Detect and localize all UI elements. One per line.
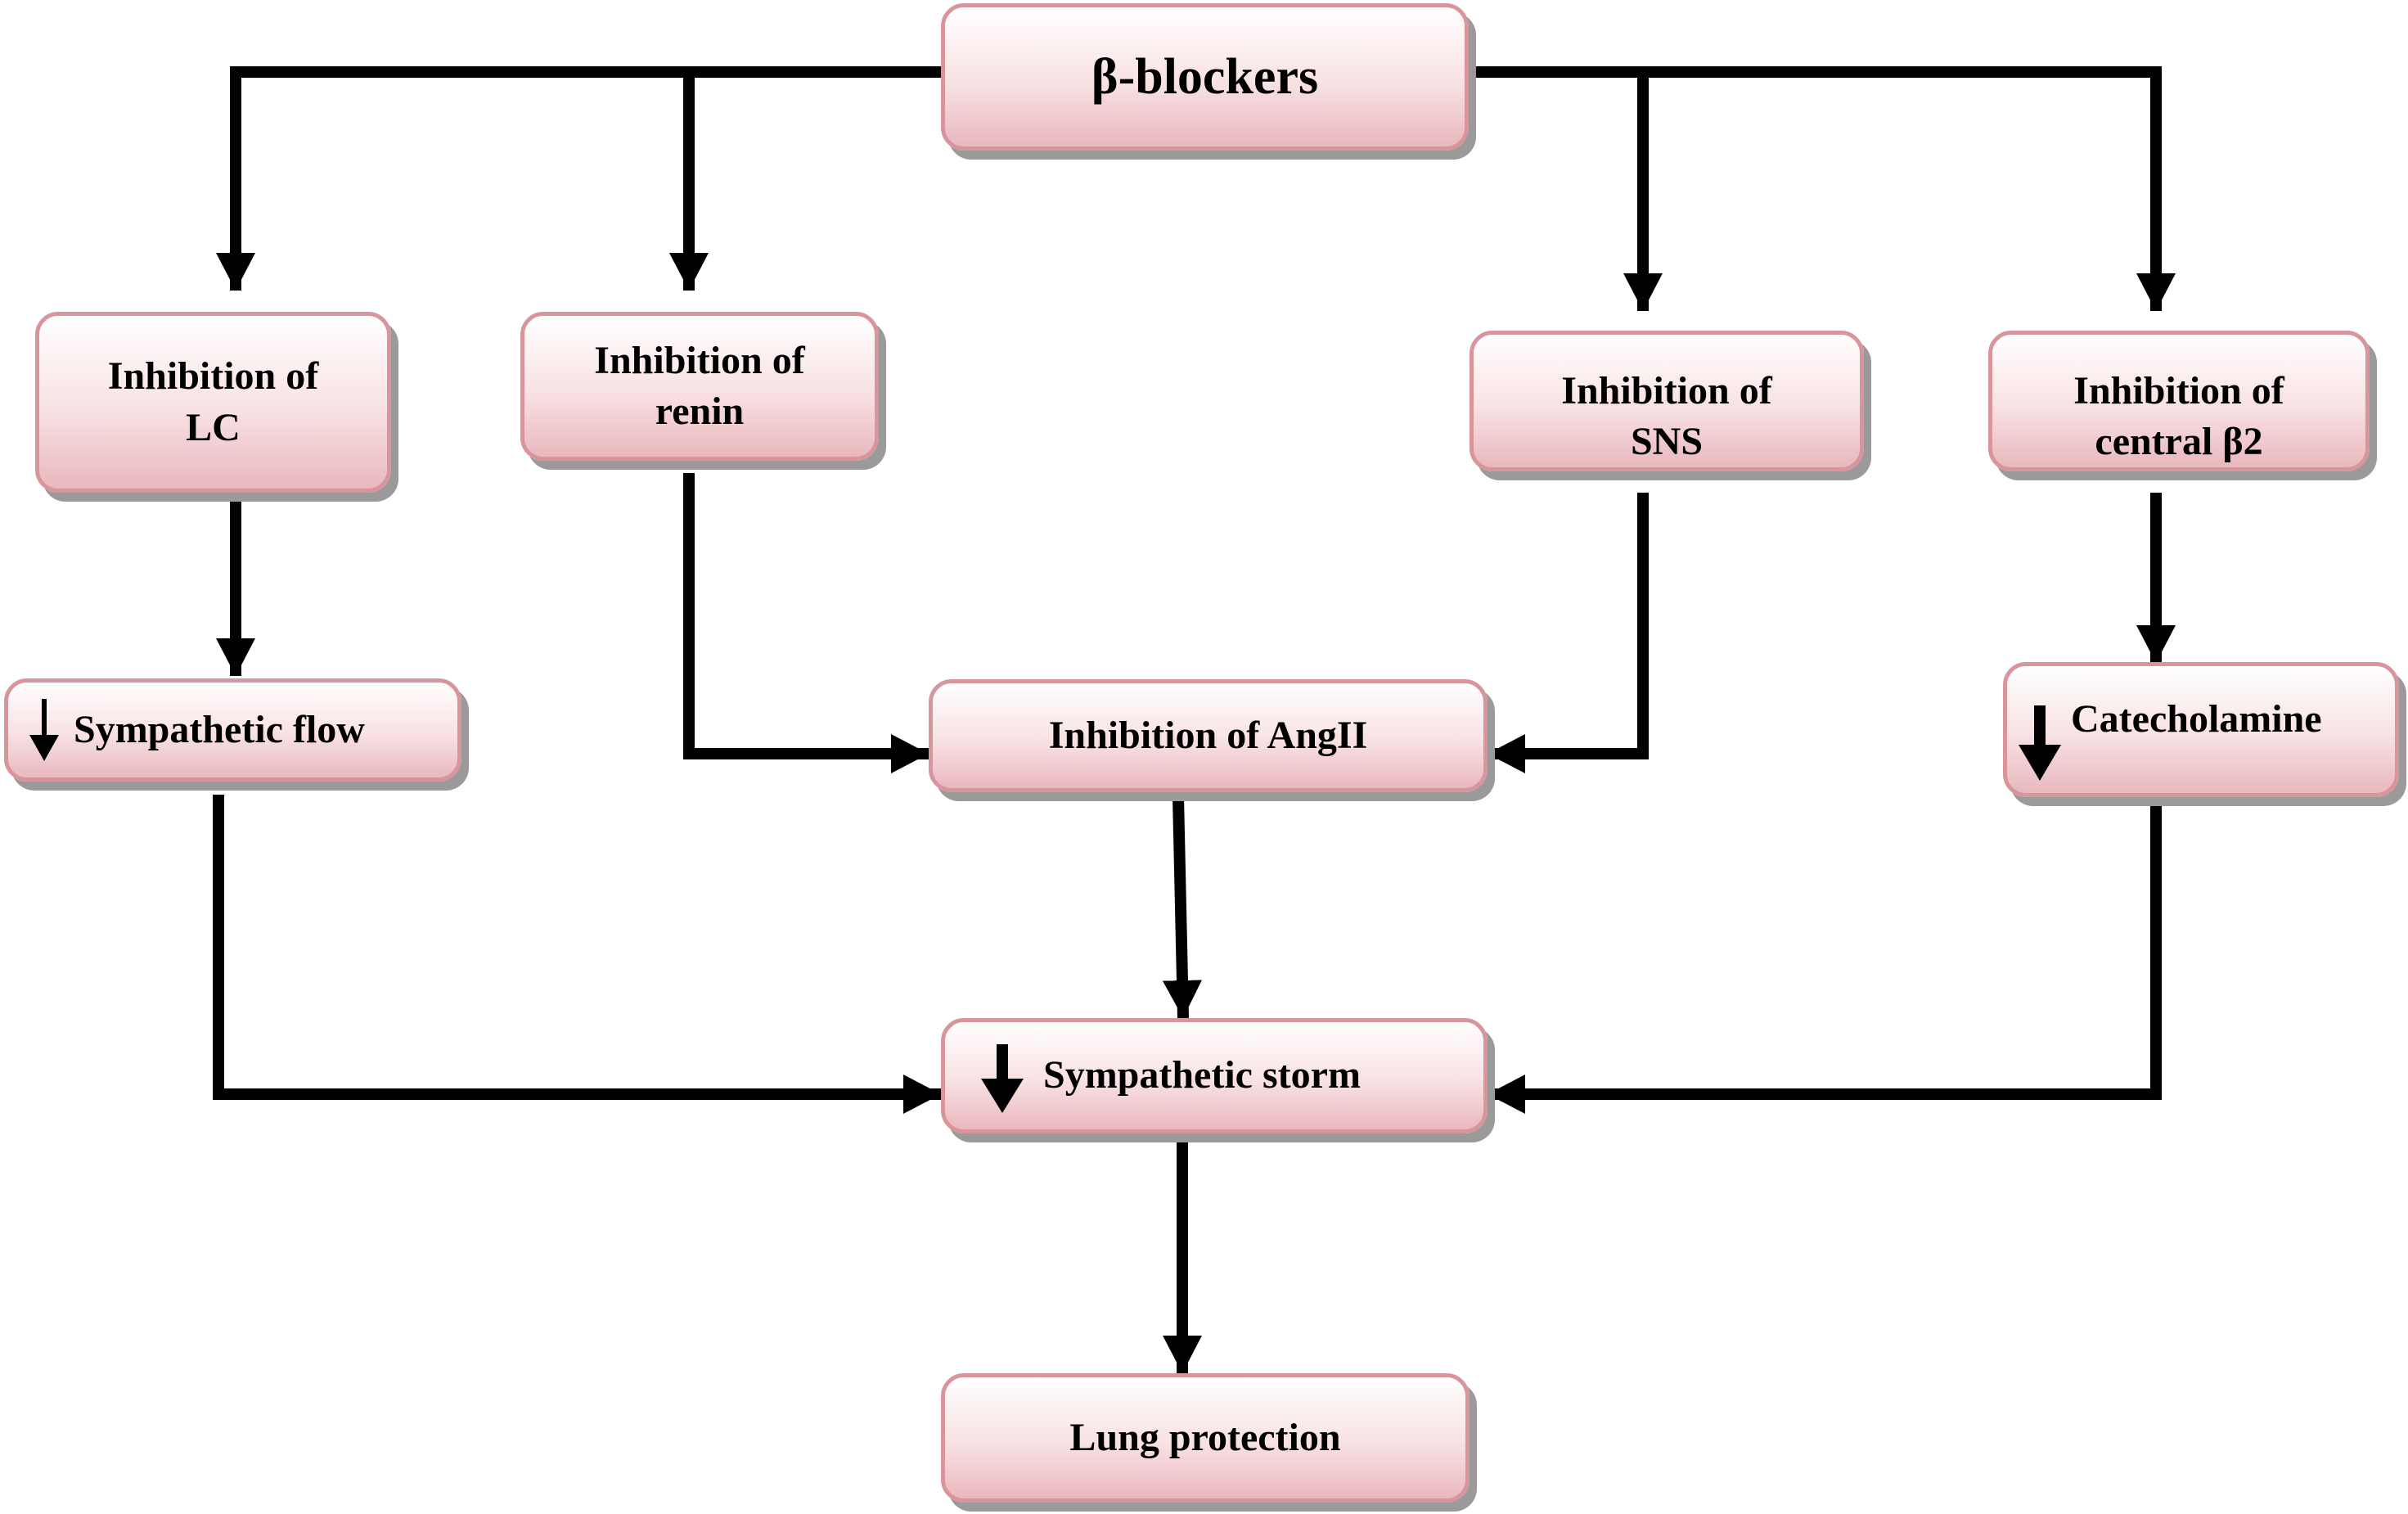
arrow-angii-to-storm	[1162, 796, 1202, 1019]
node-inhibition-sns: Inhibition of SNS	[1470, 331, 1864, 471]
node-beta-blockers: β-blockers	[941, 3, 1469, 151]
arrow-renin-to-angii	[683, 473, 929, 773]
node-label: Inhibition of renin	[594, 338, 805, 433]
arrow-sympathetic-flow-to-storm	[213, 795, 941, 1114]
node-label: Inhibition of LC	[107, 354, 319, 449]
node-label: Sympathetic storm	[1043, 1053, 1361, 1097]
node-sympathetic-flow: Sympathetic flow	[4, 678, 461, 782]
node-label: Catecholamine	[2071, 697, 2322, 741]
node-inhibition-angii: Inhibition of AngII	[929, 679, 1488, 792]
arrow-beta-to-central-b2	[1643, 66, 2176, 311]
arrow-sns-to-angii	[1488, 493, 1649, 773]
node-inhibition-central-b2: Inhibition of central β2	[1988, 331, 2370, 471]
node-label: Inhibition of SNS	[1561, 369, 1772, 464]
arrow-beta-to-lc	[216, 66, 941, 291]
down-arrow-icon	[29, 699, 59, 761]
node-label: β-blockers	[1091, 48, 1319, 105]
node-label: Lung protection	[1069, 1415, 1341, 1459]
down-arrow-icon	[2019, 705, 2061, 781]
down-arrow-icon	[981, 1044, 1024, 1113]
node-catecholamine: Catecholamine	[2003, 662, 2399, 797]
node-label: Inhibition of AngII	[1048, 713, 1368, 757]
arrow-beta-to-sns	[1469, 66, 1663, 311]
node-sympathetic-storm: Sympathetic storm	[941, 1018, 1488, 1133]
node-label: Inhibition of central β2	[2073, 369, 2284, 464]
node-lung-protection: Lung protection	[941, 1373, 1470, 1503]
arrow-catecholamine-to-storm	[1488, 797, 2162, 1114]
node-inhibition-lc: Inhibition of LC	[35, 312, 391, 493]
node-label: Sympathetic flow	[74, 707, 365, 751]
node-inhibition-renin: Inhibition of renin	[520, 312, 879, 461]
